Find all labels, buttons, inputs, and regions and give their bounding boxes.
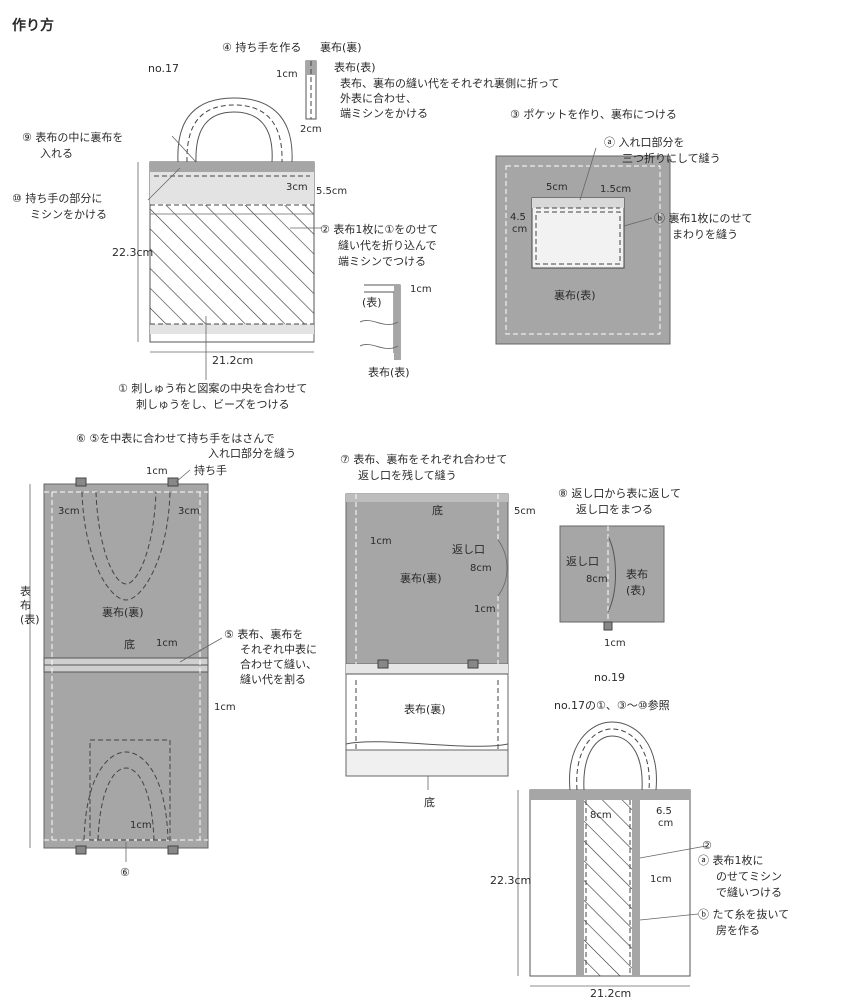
step7-lining-label: 裏布(裏) — [400, 571, 442, 585]
step2-text-3: 端ミシンでつける — [338, 255, 426, 268]
step4-lining-label: 裏布(裏) — [320, 40, 362, 54]
no19-ref: no.17の①、③〜⑩参照 — [554, 698, 670, 712]
pocket-45-unit: cm — [512, 224, 527, 235]
no19-65-dim: 6.5 — [656, 806, 672, 817]
step7-bottom-top: 底 — [432, 503, 443, 517]
no19-a-2: のせてミシン — [716, 870, 782, 883]
step8-figure — [559, 525, 665, 631]
step4-1cm-dim: 1cm — [276, 69, 298, 80]
pocket-a-1: ⓐ 入れ口部分を — [604, 135, 685, 149]
no17-label: no.17 — [148, 62, 179, 75]
step6-3cm-right: 3cm — [178, 506, 200, 517]
step10-text-1: ⑩ 持ち手の部分に — [12, 191, 102, 205]
step5-text-4: 縫い代を割る — [240, 672, 306, 686]
pocket-a-2: 三つ折りにして縫う — [622, 151, 721, 165]
step6-3cm-left: 3cm — [58, 506, 80, 517]
step8-8cm-dim: 8cm — [586, 574, 608, 585]
pocket-figure — [495, 155, 671, 345]
step7-title-2: 返し口を残して縫う — [358, 468, 457, 482]
no19-65-unit: cm — [658, 818, 673, 829]
no19-height-dim: 22.3cm — [490, 874, 531, 887]
step10-text-2: ミシンをかける — [30, 208, 107, 221]
step2-bottom-label: 表布(表) — [368, 365, 410, 379]
step6-marker: ⑥ — [120, 866, 130, 879]
step7-bottom-low: 底 — [424, 795, 435, 809]
step6-handle-label: 持ち手 — [194, 463, 227, 477]
step6-1cm-bottom: 1cm — [156, 638, 178, 649]
step2-outer-label: (表) — [362, 295, 382, 309]
step7-figure — [345, 493, 509, 777]
step2-1cm-dim: 1cm — [410, 284, 432, 295]
pocket-b-1: ⓑ 裏布1枚にのせて — [654, 211, 753, 225]
step6-title-1: ⑥ ⑤を中表に合わせて持ち手をはさんで — [76, 431, 275, 445]
pocket-15cm-dim: 1.5cm — [600, 184, 631, 195]
step7-1cm-right: 1cm — [474, 604, 496, 615]
step1-text-1: ① 刺しゅう布と図案の中央を合わせて — [118, 381, 307, 395]
no17-55cm-dim: 5.5cm — [316, 186, 347, 197]
step4-desc-2: 外表に合わせ、 — [340, 91, 417, 105]
step8-outer-2: (表) — [626, 583, 646, 597]
pocket-b-2: まわりを縫う — [672, 227, 738, 241]
step6-1cm-right: 1cm — [214, 702, 236, 713]
no19-8cm-dim: 8cm — [590, 810, 612, 821]
no19-a-1: ⓐ 表布1枚に — [698, 853, 764, 867]
step2-text-2: 縫い代を折り込んで — [338, 238, 436, 252]
step5-text-1: ⑤ 表布、裏布を — [224, 627, 303, 641]
no19-a-3: で縫いつける — [716, 885, 782, 899]
no19-bag-figure — [517, 721, 691, 987]
step1-text-2: 刺しゅうをし、ビーズをつける — [136, 397, 289, 411]
step4-outer-label: 表布(表) — [334, 60, 376, 74]
side-outer-label-2: 布 — [20, 599, 31, 612]
no17-bag-figure — [137, 97, 315, 353]
step5-text-3: 合わせて縫い、 — [240, 657, 317, 671]
no19-b-1: ⓑ たて糸を抜いて — [698, 907, 789, 921]
step6-bottom-label: 底 — [124, 637, 135, 651]
no17-height-dim: 22.3cm — [112, 246, 153, 259]
step8-title-2: 返し口をまつる — [576, 503, 653, 516]
step8-title-1: ⑧ 返し口から表に返して — [558, 486, 681, 500]
step8-opening-label: 返し口 — [566, 555, 599, 568]
step7-title-1: ⑦ 表布、裏布をそれぞれ合わせて — [340, 452, 507, 466]
step4-title: ④ 持ち手を作る — [222, 40, 301, 54]
pocket-5cm-dim: 5cm — [546, 182, 568, 193]
step9-text-1: ⑨ 表布の中に裏布を — [22, 130, 123, 144]
step7-outer-label: 表布(裏) — [404, 702, 446, 716]
step8-outer-1: 表布 — [626, 567, 648, 581]
no19-1cm-dim: 1cm — [650, 874, 672, 885]
no19-label: no.19 — [594, 671, 625, 684]
no17-width-dim: 21.2cm — [212, 354, 253, 367]
step6-1cm-dim: 1cm — [146, 466, 168, 477]
step9-text-2: 入れる — [40, 147, 73, 160]
step5-text-2: それぞれ中表に — [240, 642, 317, 656]
step7-1cm-left: 1cm — [370, 536, 392, 547]
step4-2cm-dim: 2cm — [300, 124, 322, 135]
step2-text-1: ② 表布1枚に①をのせて — [320, 222, 438, 236]
step2-section-detail — [359, 284, 401, 360]
side-outer-label-3: (表) — [20, 612, 40, 626]
step4-desc-3: 端ミシンをかける — [340, 107, 428, 120]
step4-desc-1: 表布、裏布の縫い代をそれぞれ裏側に折って — [340, 76, 559, 90]
step6-lining-label: 裏布(裏) — [102, 605, 144, 619]
step7-opening-label: 返し口 — [452, 543, 485, 556]
step6-1cm-low: 1cm — [130, 820, 152, 831]
pocket-45-dim: 4.5 — [510, 212, 526, 223]
no19-b-2: 房を作る — [716, 924, 760, 937]
step7-5cm-dim: 5cm — [514, 506, 536, 517]
pocket-body-label: 裏布(表) — [554, 288, 596, 302]
step6-title-2: 入れ口部分を縫う — [208, 446, 296, 460]
step8-1cm-dim: 1cm — [604, 638, 626, 649]
step7-8cm-dim: 8cm — [470, 563, 492, 574]
step6-panel-figure — [29, 477, 209, 855]
step3-title: ③ ポケットを作り、裏布につける — [510, 107, 677, 121]
no19-step2-number: ② — [702, 839, 712, 852]
no17-3cm-dim: 3cm — [286, 182, 308, 193]
no19-width-dim: 21.2cm — [590, 987, 631, 1000]
page-title: 作り方 — [12, 17, 54, 34]
side-outer-label-1: 表 — [20, 584, 31, 598]
